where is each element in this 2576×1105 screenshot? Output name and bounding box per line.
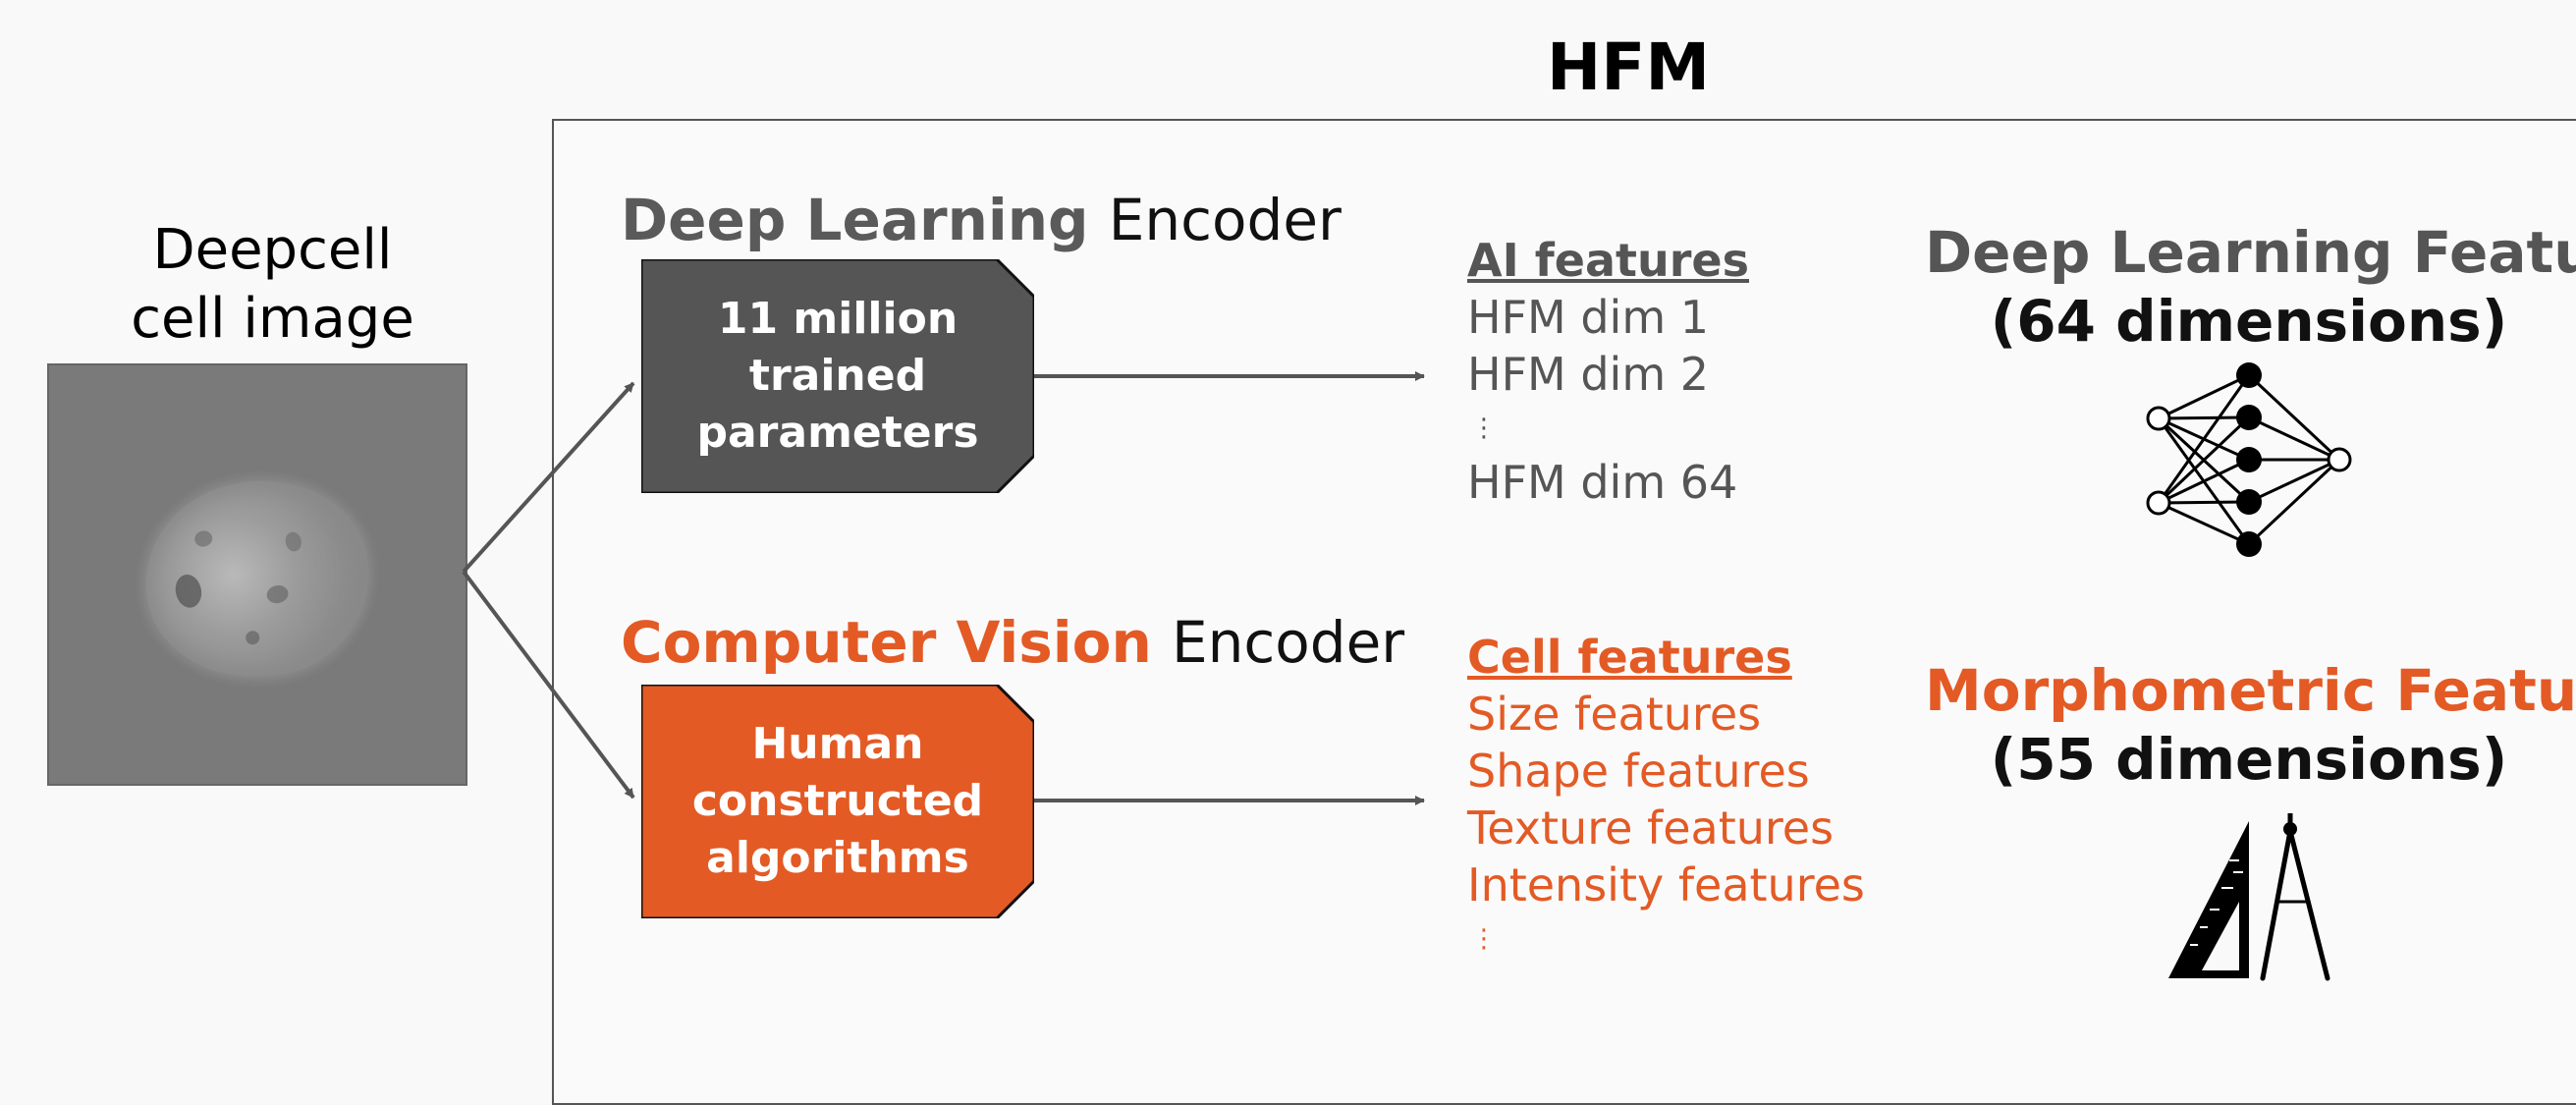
dl-output-title: Deep Learning Features (1925, 219, 2576, 286)
input-label-line2: cell image (131, 287, 414, 351)
cv-encoder-title-plain: Encoder (1172, 609, 1405, 676)
dl-box-line: trained (748, 351, 927, 401)
morph-output-dims: (55 dimensions) (1990, 726, 2508, 793)
ai-feature-item: HFM dim 2 (1467, 348, 1710, 401)
dl-box-line: 11 million (717, 294, 959, 344)
cell-feature-item: Size features (1467, 688, 1762, 741)
cell-features-list: Cell features Size features Shape featur… (1467, 629, 1865, 965)
dl-output-dims: (64 dimensions) (1990, 288, 2508, 355)
cell-features-heading: Cell features (1467, 631, 1792, 684)
input-label-line1: Deepcell (152, 218, 393, 282)
dl-output: Deep Learning Features (64 dimensions) (1925, 218, 2576, 356)
cv-encoder-box: Human constructed algorithms (641, 685, 1034, 918)
dl-encoder-title-plain: Encoder (1108, 187, 1342, 253)
dl-encoder-title: Deep Learning Encoder (621, 187, 1342, 253)
ai-features-heading: AI features (1467, 234, 1749, 287)
cv-encoder-title-colored: Computer Vision (621, 609, 1152, 676)
arrow-to-cv-encoder (462, 570, 635, 800)
cv-encoder-title: Computer Vision Encoder (621, 609, 1404, 676)
ai-features-list: AI features HFM dim 1 HFM dim 2 ⋮ HFM di… (1467, 232, 1749, 511)
cell-image (47, 363, 467, 786)
connector-arrows (462, 371, 1425, 805)
morph-output: Morphometric Features (55 dimensions) (1925, 656, 2576, 794)
cv-box-line: algorithms (706, 833, 969, 883)
cell-feature-item: Texture features (1467, 801, 1835, 855)
cv-box-line: constructed (691, 776, 984, 826)
input-label: Deepcell cell image (98, 216, 447, 354)
ruler-compass-icon (2168, 813, 2330, 981)
ai-feature-item: HFM dim 64 (1467, 456, 1738, 509)
dl-encoder-title-colored: Deep Learning (621, 187, 1089, 253)
cv-box-line: Human (751, 719, 924, 769)
arrow-to-dl-encoder (462, 381, 635, 574)
cell-feature-item: Shape features (1467, 745, 1810, 798)
cell-feature-item: Intensity features (1467, 858, 1865, 912)
dl-encoder-box: 11 million trained parameters (641, 259, 1034, 493)
ai-feature-item: HFM dim 1 (1467, 291, 1710, 344)
dl-box-line: parameters (696, 408, 979, 458)
neural-network-icon (2146, 362, 2352, 557)
diagram-title: HFM (1547, 29, 1710, 105)
cell-feature-ellipsis: ⋮ (1471, 924, 1497, 954)
morph-output-title: Morphometric Features (1925, 657, 2576, 724)
ai-feature-ellipsis: ⋮ (1471, 414, 1497, 443)
